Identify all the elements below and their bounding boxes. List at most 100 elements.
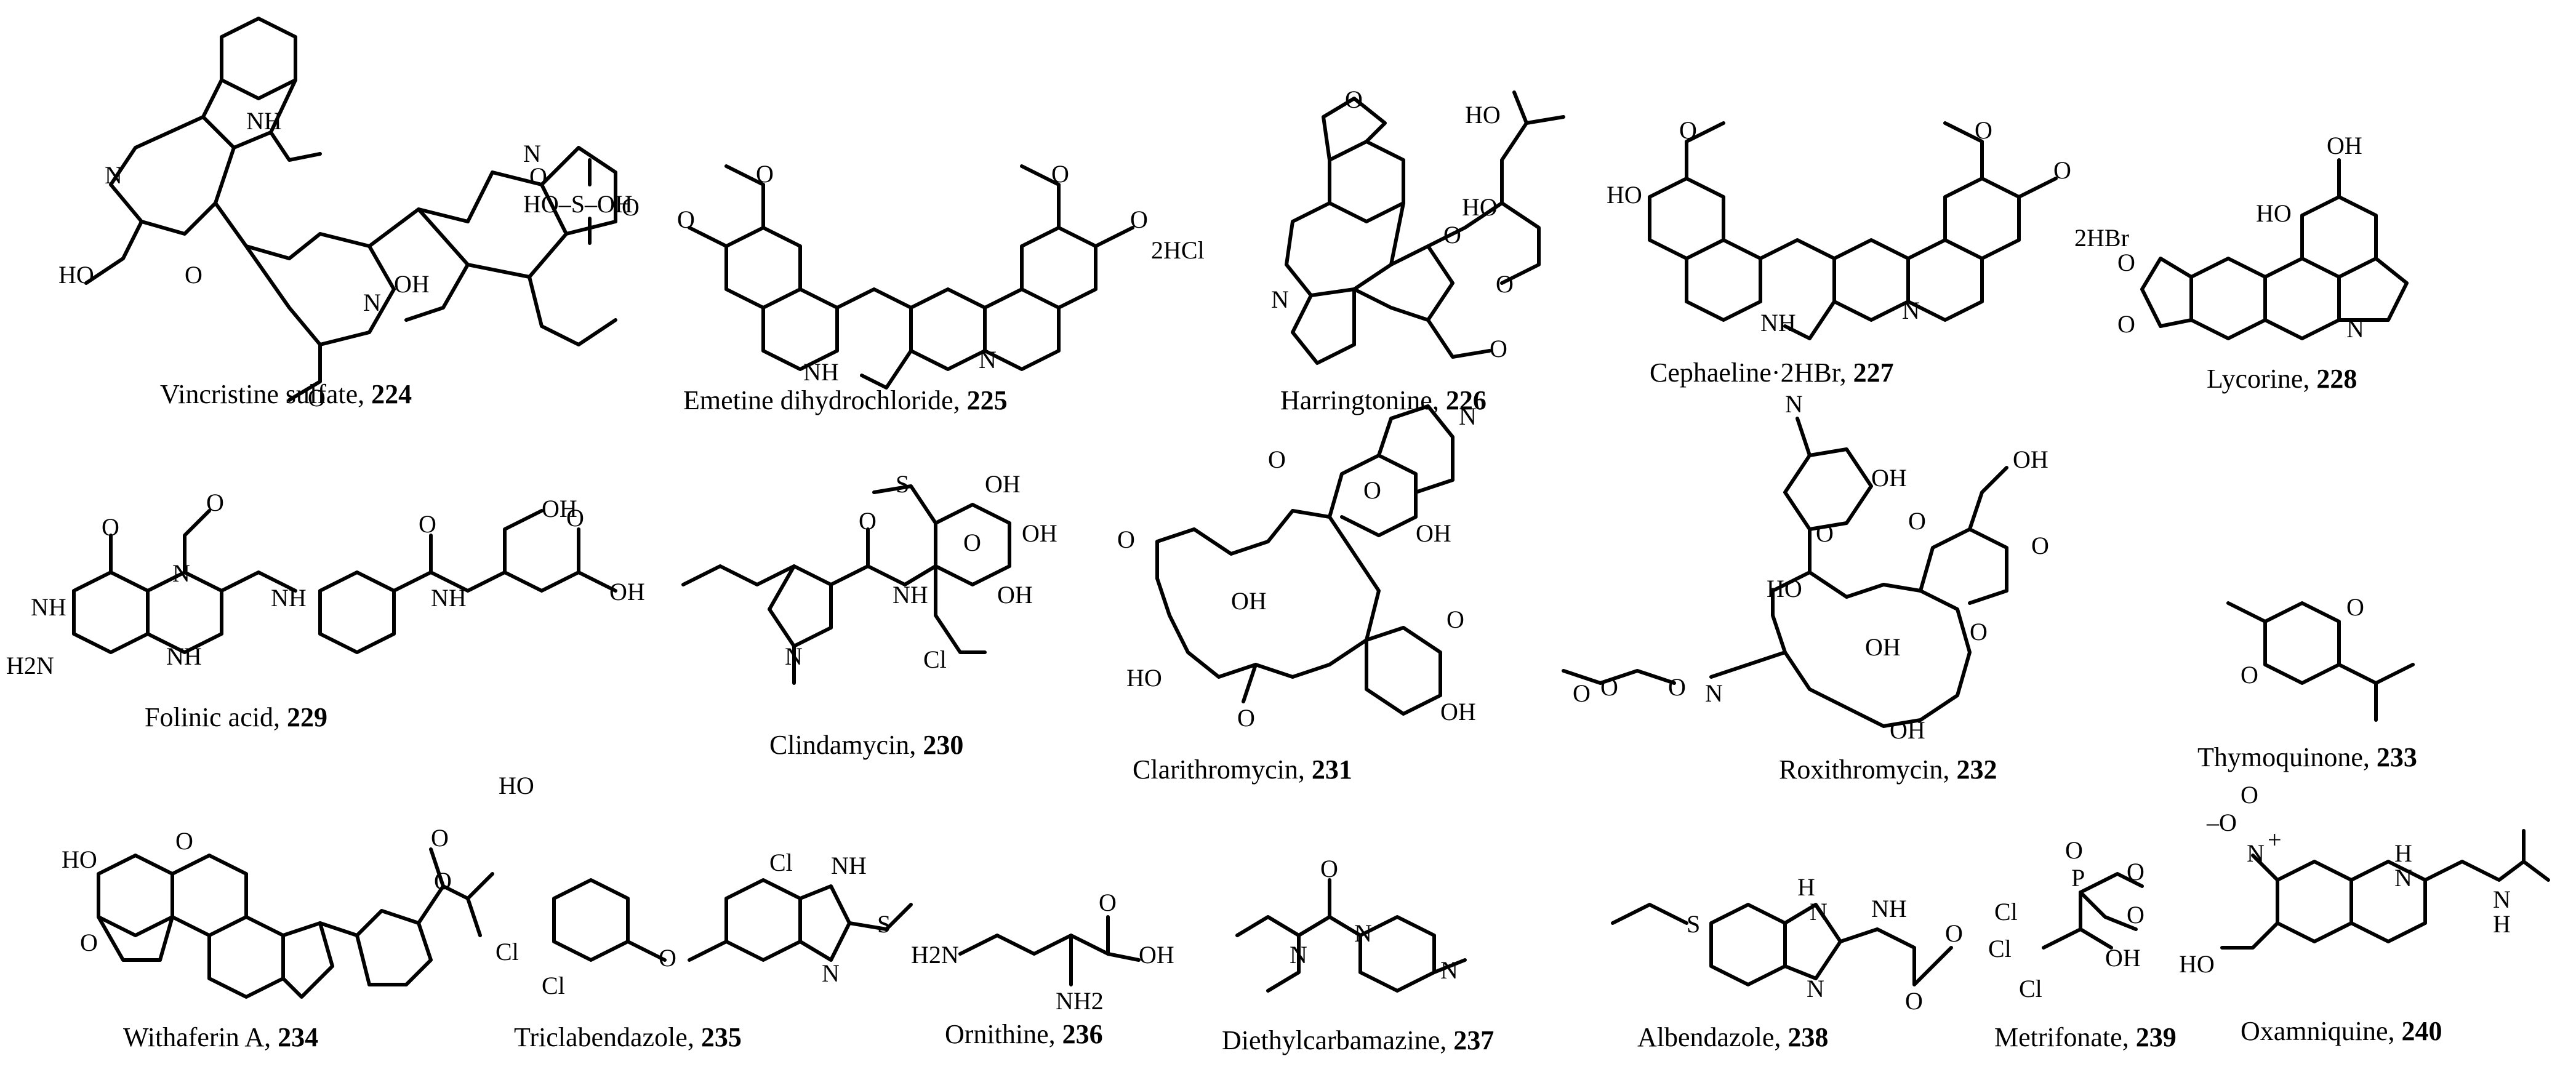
atom-o-234c: O	[434, 867, 452, 895]
atom-cl-239a: Cl	[1994, 898, 2018, 926]
atom-ho-227: HO	[1607, 181, 1642, 209]
atom-o3-224: O	[308, 384, 326, 412]
atom-ho2-234: HO	[499, 772, 534, 799]
atom-h-229: NH	[166, 642, 202, 670]
atom-o-237: O	[1320, 855, 1338, 882]
label-239: Metrifonate, 239	[1994, 1022, 2177, 1052]
atom-nh-229: NH	[31, 593, 66, 621]
atom-o-232b: O	[1908, 507, 1926, 535]
atom-cl-235c: Cl	[769, 849, 793, 876]
atom-oh-231a: OH	[1231, 587, 1267, 615]
atom-h2n-236: H2N	[911, 941, 959, 969]
atom-n-238b: N	[1807, 975, 1824, 1002]
atom-oh-230b: OH	[1022, 519, 1057, 547]
atom-o-231b: O	[1237, 704, 1255, 732]
atom-n3-224: N	[363, 289, 381, 316]
atom-o-225c: O	[1051, 160, 1069, 188]
structure-237: O N N N Diethylcarbamazine, 237	[1222, 855, 1494, 1055]
label-237: Diethylcarbamazine, 237	[1222, 1025, 1494, 1055]
atom-o-234d: O	[431, 824, 449, 852]
atom-o-233a: O	[2346, 593, 2364, 621]
atom-o-230a: O	[859, 507, 877, 535]
atom-n-235: N	[822, 959, 840, 987]
structure-229: NH H2N O N O NH NH O NH OH O OH Folinic …	[6, 489, 645, 732]
atom-o-238a: O	[1905, 987, 1923, 1015]
atom-o-230b: O	[963, 529, 981, 556]
atom-nh-224: NH	[246, 107, 282, 135]
atom-n-228: N	[2346, 315, 2364, 343]
atom-n-227: N	[1902, 297, 1920, 324]
structure-227: HO O O O NH N 2HBr Cephaeline·2HBr, 227	[1607, 116, 2129, 388]
label-238: Albendazole, 238	[1637, 1022, 1828, 1052]
atom-plus-240: +	[2268, 826, 2282, 854]
atom-n-238a: N	[1810, 898, 1828, 926]
atom-nh2-229: NH	[271, 584, 307, 612]
atom-n-232: N	[1785, 390, 1803, 418]
label-233: Thymoquinone, 233	[2197, 742, 2417, 772]
label-227: Cephaeline·2HBr, 227	[1650, 358, 1894, 388]
atom-o-228a: O	[2117, 249, 2135, 276]
atom-n-240a: N	[2394, 864, 2412, 892]
atom-o-232c: O	[2031, 532, 2049, 559]
structure-233: O O Thymoquinone, 233	[2197, 593, 2417, 772]
atom-nh-225: NH	[803, 358, 839, 386]
label-235: Triclabendazole, 235	[514, 1022, 742, 1052]
atom-o-229d: O	[566, 504, 584, 532]
atom-o-224: O	[185, 261, 203, 289]
atom-o2-224: O	[622, 193, 640, 221]
atom-o-239b: O	[2127, 858, 2145, 886]
label-225: Emetine dihydrochloride, 225	[683, 385, 1008, 415]
atom-o-231a: O	[1117, 526, 1135, 553]
atom-o-239c: O	[2127, 901, 2145, 929]
atom-oh-232a: OH	[1871, 464, 1907, 492]
atom-s-235: S	[877, 910, 891, 938]
atom-o-232d: O	[1970, 618, 1988, 646]
atom-o-232f: O	[1600, 673, 1618, 701]
atom-o-226d: O	[1490, 335, 1507, 362]
structure-239: Cl Cl Cl P O O O OH Metrifonate, 239	[1988, 836, 2177, 1052]
atom-nh-235: NH	[831, 852, 867, 879]
atom-h-238: H	[1797, 873, 1815, 901]
atom-cl-235b: Cl	[542, 972, 565, 999]
structure-232: N OH O HO O OH O O OH OH N O O O Roxithr…	[1562, 390, 2049, 785]
atom-o-234b: O	[80, 929, 98, 956]
atom-oh-230c: OH	[997, 581, 1033, 609]
label-230: Clindamycin, 230	[769, 730, 963, 760]
sulfuric-acid: HO–S–OH	[523, 158, 633, 245]
atom-o-234a: O	[175, 827, 193, 855]
sulfate-formula: HO–S–OH	[523, 190, 633, 218]
atom-ho2-226: HO	[1465, 101, 1501, 129]
atom-n-240b: N	[2493, 886, 2511, 913]
structure-226: O N O HO HO O O Harringtonine, 226	[1271, 86, 1565, 415]
atom-o-229c: O	[419, 510, 436, 538]
structure-231: O OH HO O O N O OH O OH Clarithromycin, …	[1117, 402, 1477, 785]
atom-o-232g: O	[1573, 679, 1591, 707]
atom-oh-231c: OH	[1440, 698, 1476, 726]
atom-o-239a: O	[2065, 836, 2083, 864]
atom-no2-240: N	[2247, 839, 2265, 867]
label-232: Roxithromycin, 232	[1779, 754, 1997, 785]
atom-nh-238: NH	[1871, 895, 1907, 922]
atom-n-231: N	[1459, 402, 1477, 430]
atom-s-238: S	[1687, 910, 1700, 938]
atom-cl-239c: Cl	[2019, 975, 2042, 1002]
label-240: Oxamniquine, 240	[2241, 1016, 2442, 1046]
label-228: Lycorine, 228	[2207, 364, 2357, 394]
atom-o4-224: O	[529, 162, 547, 190]
atom-ho-234: HO	[62, 846, 97, 873]
atom-ho-228: HO	[2256, 199, 2292, 227]
atom-o-231e: O	[1446, 606, 1464, 633]
atom-n2-224: N	[523, 140, 541, 167]
atom-o-226c: O	[1496, 270, 1514, 298]
atom-oh-228: OH	[2327, 132, 2362, 159]
label-234: Withaferin A, 234	[123, 1022, 318, 1052]
structure-236: H2N O OH NH2 Ornithine, 236	[911, 889, 1174, 1049]
atom-ho-231: HO	[1126, 664, 1162, 692]
atom-ho-232: HO	[1767, 575, 1802, 602]
atom-nh-227: NH	[1760, 309, 1796, 337]
atom-o-240: O	[2241, 781, 2258, 809]
atom-n2-232: N	[1705, 679, 1723, 707]
atom-oh-230a: OH	[985, 470, 1021, 498]
structure-225: NH N O O O O 2HCl Emetine dihydrochlorid…	[677, 160, 1205, 415]
